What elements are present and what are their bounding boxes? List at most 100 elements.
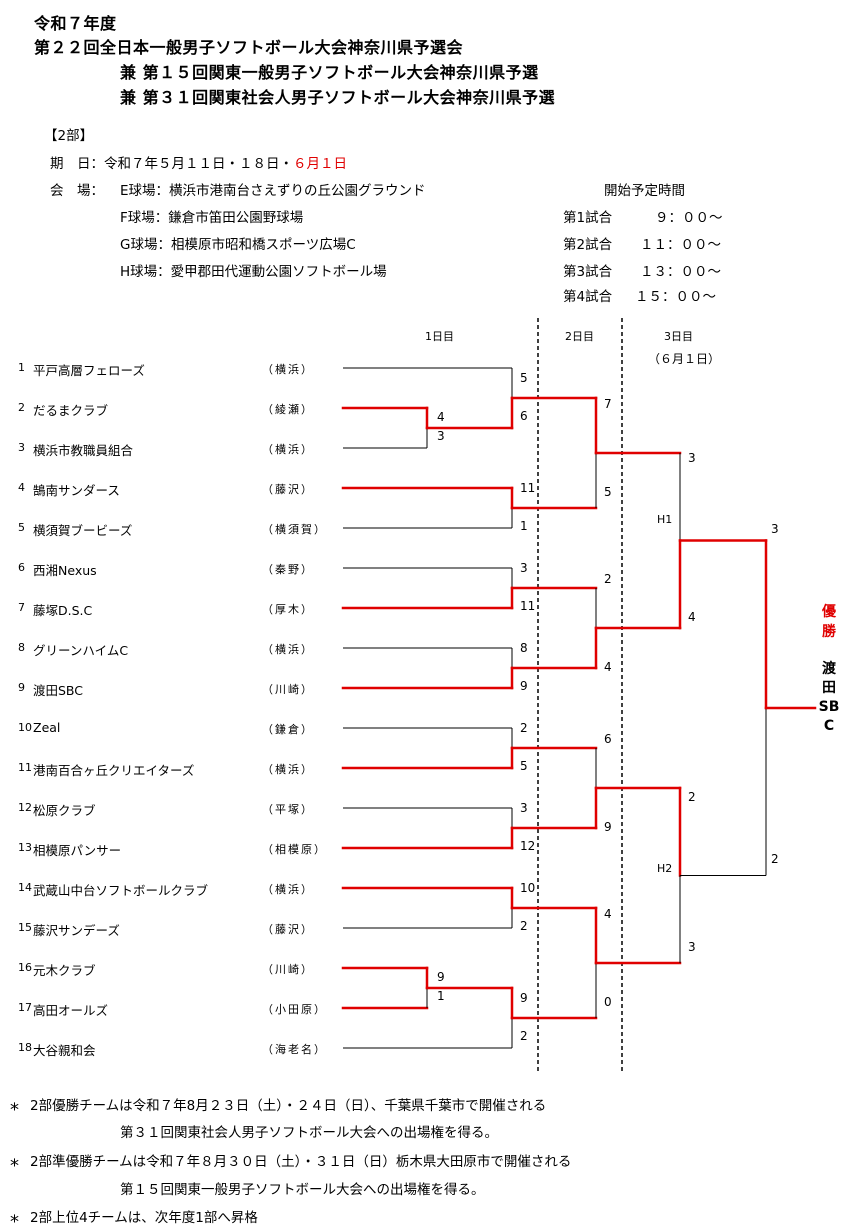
team-name: 平戸高層フェローズ (33, 363, 145, 378)
score-label: 9 (520, 991, 528, 1005)
team-name: 鵠南サンダース (33, 483, 120, 498)
team-number: 7 (18, 601, 25, 614)
team-name: 武蔵山中台ソフトボールクラブ (33, 883, 209, 898)
team-number: 2 (18, 401, 25, 414)
score-label: 3 (771, 522, 779, 536)
note-1a: 2部優勝チームは令和７年8月２３日（土）・２４日（日）、千葉県千葉市で開催される (30, 1098, 547, 1114)
schedule-2-label: 第2試合 (563, 237, 613, 253)
score-label: 3 (688, 940, 696, 954)
team-region: （藤沢） (262, 923, 314, 936)
note-3: 2部上位4チームは、次年度1部へ昇格 (30, 1210, 258, 1226)
score-label: 2 (771, 852, 779, 866)
note-mark-3: ⁎ (10, 1206, 19, 1227)
score-label: 0 (604, 995, 612, 1009)
schedule-title: 開始予定時間 (604, 183, 685, 199)
note-2a: 2部準優勝チームは令和７年８月３０日（土）・３１日（日）栃木県大田原市で開催され… (30, 1154, 572, 1170)
team-number: 13 (18, 841, 32, 854)
team-region: （横浜） (262, 443, 314, 456)
note-mark-1: ⁎ (10, 1094, 19, 1115)
score-label: 2 (520, 919, 528, 933)
score-label: 5 (520, 759, 528, 773)
team-name: 藤沢サンデーズ (33, 923, 120, 938)
dates-line: 期 日：令和７年５月１１日・１８日・６月１日 (50, 152, 347, 172)
score-label: 6 (520, 409, 528, 423)
team-region: （川崎） (262, 963, 314, 976)
team-region: （鎌倉） (262, 723, 314, 736)
day2-label: 2日目 (565, 330, 594, 343)
score-label: 4 (604, 660, 612, 674)
team-region: （横須賀） (262, 523, 327, 536)
tournament-title: 第２２回全日本一般男子ソフトボール大会神奈川県予選会 (34, 38, 464, 57)
venue-f: F球場：鎌倉市笛田公園野球場 (120, 210, 304, 226)
venue-h: H球場：愛甲郡田代運動公園ソフトボール場 (120, 264, 387, 280)
tournament-subtitle-2: 兼 第３１回関東社会人男子ソフトボール大会神奈川県予選 (120, 88, 556, 107)
day1-label: 1日目 (425, 330, 454, 343)
team-number: 6 (18, 561, 25, 574)
score-label: 2 (520, 721, 528, 735)
team-number: 12 (18, 801, 32, 814)
score-label: 9 (437, 970, 445, 984)
team-number: 15 (18, 921, 32, 934)
team-name: 横須賀ブービーズ (33, 523, 133, 538)
team-region: （相模原） (262, 843, 327, 856)
schedule-2-time: １１：００～ (640, 237, 721, 253)
schedule-1-time: ９：００～ (655, 210, 723, 226)
dates-normal: 令和７年５月１１日・１８日・ (104, 156, 293, 172)
team-name: 相模原パンサー (33, 843, 122, 858)
team-number: 17 (18, 1001, 32, 1014)
dates-final-day: ６月１日 (293, 156, 347, 172)
team-number: 14 (18, 881, 32, 894)
team-name: 西湘Nexus (33, 563, 97, 578)
score-label: 4 (604, 907, 612, 921)
score-label: 11 (520, 481, 536, 495)
team-number: 3 (18, 441, 25, 454)
schedule-3-time: １３：００～ (640, 264, 721, 280)
score-label: 3 (520, 561, 528, 575)
note-1b: 第３１回関東社会人男子ソフトボール大会への出場権を得る。 (120, 1125, 498, 1141)
venue-g: G球場：相模原市昭和橋スポーツ広場C (120, 237, 356, 253)
team-name: 高田オールズ (33, 1003, 109, 1018)
team-region: （横浜） (262, 643, 314, 656)
team-name: だるまクラブ (33, 403, 109, 418)
dates-label: 期 日： (50, 156, 104, 172)
score-label: 4 (437, 410, 445, 424)
note-2b: 第１５回関東一般男子ソフトボール大会への出場権を得る。 (120, 1182, 485, 1198)
score-label: 12 (520, 839, 536, 853)
team-name: 渡田SBC (33, 683, 84, 698)
day3-label: 3日目 (664, 330, 693, 343)
team-region: （藤沢） (262, 483, 314, 496)
team-region: （横浜） (262, 883, 314, 896)
team-region: （海老名） (262, 1043, 327, 1056)
team-name: 大谷親和会 (33, 1043, 96, 1058)
score-label: 2 (520, 1029, 528, 1043)
score-label: 1 (437, 989, 445, 1003)
score-label: 8 (520, 641, 528, 655)
score-label: 9 (520, 679, 528, 693)
team-name: グリーンハイムC (33, 643, 129, 658)
tournament-subtitle-1: 兼 第１５回関東一般男子ソフトボール大会神奈川県予選 (120, 63, 539, 82)
team-number: 11 (18, 761, 32, 774)
team-name: 横浜市教職員組合 (33, 443, 134, 458)
score-label: 3 (437, 429, 445, 443)
team-name: 松原クラブ (33, 803, 96, 818)
score-label: 2 (604, 572, 612, 586)
day3-date: （６月１日） (648, 352, 721, 366)
score-label: 7 (604, 397, 612, 411)
score-label: 3 (688, 451, 696, 465)
division-label: 【2部】 (44, 128, 94, 144)
team-number: 1 (18, 361, 25, 374)
team-number: 16 (18, 961, 32, 974)
team-region: （秦野） (262, 563, 314, 576)
schedule-4-label: 第4試合 (563, 289, 613, 305)
score-label: 4 (688, 610, 696, 624)
semi-h1-label: H1 (657, 513, 673, 526)
note-mark-2: ⁎ (10, 1150, 19, 1171)
venue-e: E球場：横浜市港南台さえずりの丘公園グラウンド (120, 183, 426, 199)
team-number: 10 (18, 721, 32, 734)
score-label: 6 (604, 732, 612, 746)
team-number: 9 (18, 681, 25, 694)
team-number: 18 (18, 1041, 32, 1054)
year-title: 令和７年度 (34, 14, 117, 33)
team-region: （綾瀬） (262, 403, 314, 416)
